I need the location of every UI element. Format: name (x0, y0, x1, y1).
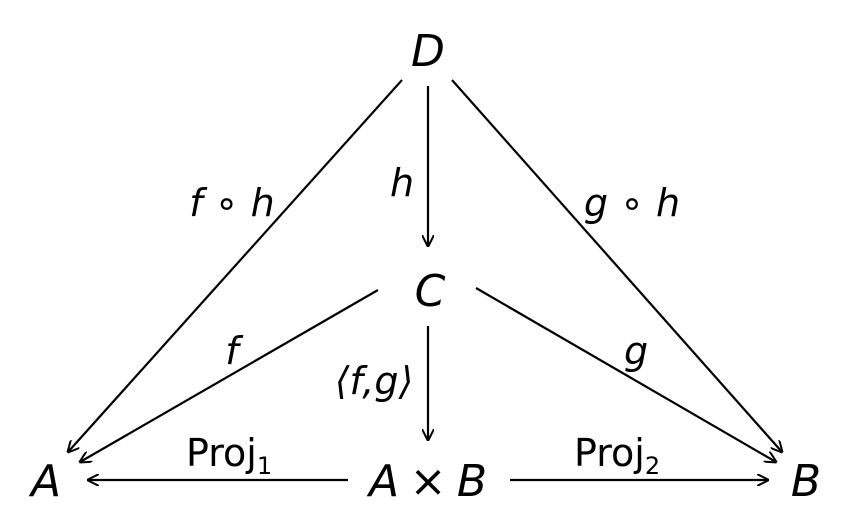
label-h: h (390, 161, 414, 205)
node-c: C (415, 266, 446, 317)
node-b: B (791, 456, 821, 507)
label-f-comp-h: f ∘ h (189, 181, 274, 225)
node-product-right: B (457, 456, 487, 507)
label-pairing: ⟨f,g⟩ (335, 359, 414, 403)
node-product-operator: × (410, 456, 447, 507)
label-proj1-base: Proj (186, 431, 257, 475)
arrow-c-to-a (80, 289, 379, 462)
label-f: f (225, 329, 244, 373)
node-product-left: A (366, 456, 399, 507)
label-proj2-base: Proj (574, 431, 645, 475)
arrow-d-to-b (451, 79, 782, 452)
label-g: g (624, 329, 648, 373)
label-proj2: Proj2 (574, 431, 660, 480)
arrow-d-to-a (68, 79, 403, 452)
arrow-c-to-b (475, 287, 776, 462)
node-d: D (411, 26, 445, 77)
label-g-comp-h: g ∘ h (584, 181, 680, 225)
label-proj1: Proj1 (186, 431, 272, 480)
label-proj2-subscript: 2 (645, 452, 660, 480)
label-proj1-subscript: 1 (257, 452, 272, 480)
node-a: A (28, 456, 61, 507)
